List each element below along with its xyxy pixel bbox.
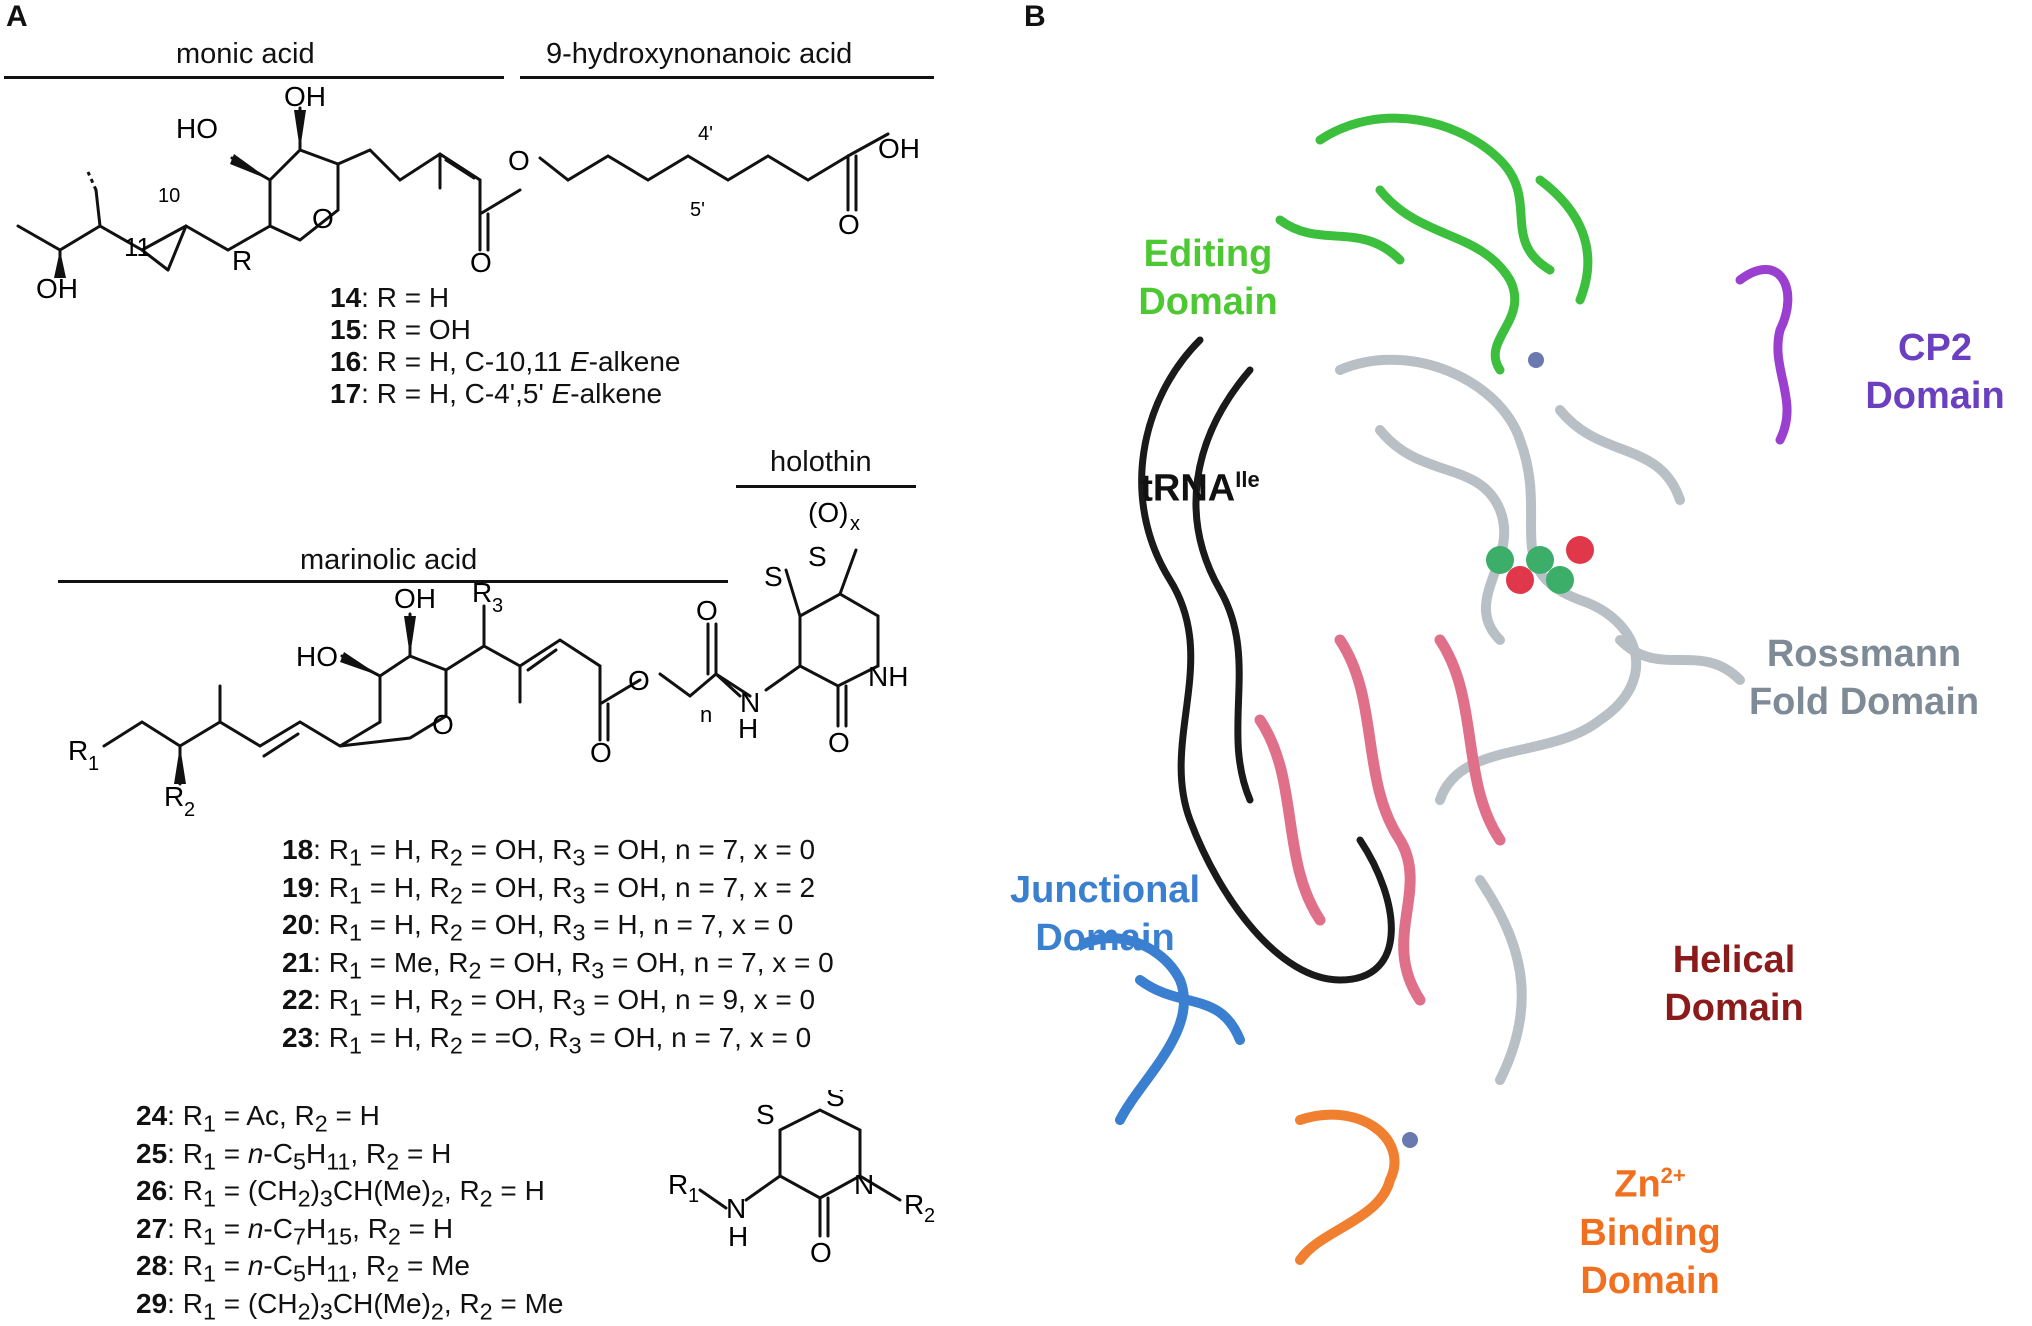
svg-text:N: N <box>726 1193 746 1224</box>
svg-text:11: 11 <box>124 232 151 262</box>
trna-backbone <box>1138 336 1395 984</box>
svg-text:3: 3 <box>492 595 503 617</box>
svg-text:O: O <box>590 737 612 768</box>
junctional-ribbon <box>1080 933 1245 1125</box>
label-trna-text: tRNA <box>1140 467 1236 510</box>
compound-25: 25: R1 = n-C5H11, R2 = H <box>136 1137 452 1175</box>
compound-26: 26: R1 = (CH2)3CH(Me)2, R2 = H <box>136 1175 545 1212</box>
compound-list-b: 18: R1 = H, R2 = OH, R3 = OH, n = 7, x =… <box>282 834 834 1060</box>
compound-22: 22: R1 = H, R2 = OH, R3 = OH, n = 9, x =… <box>282 984 816 1021</box>
segment-rule-nonanoic-acid <box>520 76 934 79</box>
protein-structure-illustration <box>1080 113 1793 1265</box>
label-editing-domain: Editing Domain <box>1138 233 1278 323</box>
svg-text:OH: OH <box>36 273 78 304</box>
svg-text:OH: OH <box>394 583 436 614</box>
svg-text:O: O <box>828 727 850 758</box>
svg-text:1: 1 <box>88 753 99 775</box>
segment-label-holothin: holothin <box>770 446 872 478</box>
compound-14: 14: R = H <box>330 282 450 313</box>
zn-atom-editing <box>1528 352 1544 368</box>
compound-24: 24: R1 = Ac, R2 = H <box>136 1100 380 1137</box>
svg-text:O: O <box>432 709 454 740</box>
panel-label-b: B <box>1024 0 1046 33</box>
svg-text:OH: OH <box>284 81 326 112</box>
label-cp2-domain: CP2 Domain <box>1865 327 2005 417</box>
label-zn-domain: Zn2+ Binding Domain <box>1540 1152 1760 1305</box>
svg-text:2: 2 <box>184 799 195 820</box>
svg-text:4': 4' <box>698 123 713 145</box>
svg-text:S: S <box>764 561 783 592</box>
svg-text:10: 10 <box>158 185 180 207</box>
svg-text:S: S <box>808 541 827 572</box>
svg-text:S: S <box>756 1099 775 1130</box>
compound-16: 16: R = H, C-10,11 E-alkene <box>330 346 681 377</box>
svg-text:O: O <box>508 145 530 176</box>
compound-17: 17: R = H, C-4',5' E-alkene <box>330 378 663 409</box>
svg-text:HO: HO <box>176 113 218 144</box>
rossmann-ribbon <box>1335 354 1745 1085</box>
label-trna-sup: Ile <box>1235 467 1260 492</box>
label-junctional-domain: Junctional Domain <box>1009 869 1201 959</box>
segment-label-nonanoic-acid: 9-hydroxynonanoic acid <box>546 38 853 70</box>
svg-text:R: R <box>68 735 88 766</box>
helical-ribbon <box>1254 634 1506 1006</box>
label-zn-text: Zn <box>1614 1163 1661 1206</box>
segment-rule-marinolic-acid <box>58 580 728 583</box>
svg-text:O: O <box>470 247 492 278</box>
svg-text:R: R <box>472 577 492 608</box>
compound-28: 28: R1 = n-C5H11, R2 = Me <box>136 1250 470 1287</box>
svg-text:OH: OH <box>878 133 920 164</box>
svg-text:O: O <box>696 595 718 626</box>
svg-text:2: 2 <box>924 1205 935 1227</box>
compound-20: 20: R1 = H, R2 = OH, R3 = H, n = 7, x = … <box>282 909 794 946</box>
svg-text:H: H <box>728 1221 748 1252</box>
compound-15: 15: R = OH <box>330 314 471 345</box>
compound-23: 23: R1 = H, R2 = =O, R3 = OH, n = 7, x =… <box>282 1021 812 1059</box>
ligand-spheres <box>1486 536 1594 594</box>
svg-text:5': 5' <box>690 199 705 221</box>
cp2-ribbon <box>1735 265 1793 445</box>
label-zn-sup: 2+ <box>1660 1163 1686 1188</box>
svg-text:N: N <box>740 687 760 718</box>
compound-list-c: 24: R1 = Ac, R2 = H 25: R1 = n-C5H11, R2… <box>136 1100 563 1326</box>
panel-label-a: A <box>6 0 28 33</box>
svg-text:R: R <box>164 781 184 812</box>
zn-ribbon <box>1295 1109 1400 1265</box>
label-trna: tRNAIle <box>1120 456 1280 513</box>
svg-text:O: O <box>312 203 334 234</box>
svg-text:1: 1 <box>688 1185 699 1207</box>
svg-text:N: N <box>854 1169 874 1200</box>
segment-label-monic-acid: monic acid <box>176 38 315 70</box>
compound-18: 18: R1 = H, R2 = OH, R3 = OH, n = 7, x =… <box>282 834 816 871</box>
svg-text:R: R <box>904 1189 924 1220</box>
segment-label-marinolic-acid: marinolic acid <box>300 544 478 576</box>
compound-27: 27: R1 = n-C7H15, R2 = H <box>136 1212 454 1250</box>
svg-text:NH: NH <box>868 661 908 692</box>
compound-21: 21: R1 = Me, R2 = OH, R3 = OH, n = 7, x … <box>282 946 834 984</box>
structure-pseudomonic-acid: OH HO OH 11 10 R O O O O OH 4' 5' <box>16 81 920 304</box>
zn-atom-binding <box>1402 1132 1418 1148</box>
compound-list-a: 14: R = H 15: R = OH 16: R = H, C-10,11 … <box>330 282 680 410</box>
segment-rule-monic-acid <box>4 76 504 79</box>
svg-text:n: n <box>700 702 712 727</box>
svg-text:HO: HO <box>296 641 338 672</box>
svg-text:H: H <box>738 713 758 744</box>
label-zn-tail: Binding Domain <box>1579 1211 1721 1302</box>
svg-text:S: S <box>826 1090 845 1112</box>
svg-text:O: O <box>628 665 650 696</box>
svg-text:R: R <box>232 245 252 276</box>
label-rossmann-domain: Rossmann Fold Domain <box>1748 633 1980 723</box>
svg-text:x: x <box>850 513 860 535</box>
segment-rule-holothin <box>736 485 916 488</box>
svg-text:R: R <box>668 1169 688 1200</box>
svg-text:O: O <box>810 1237 832 1268</box>
svg-text:O: O <box>838 209 860 240</box>
label-helical-domain: Helical Domain <box>1664 939 1804 1029</box>
editing-ribbon <box>1275 113 1593 375</box>
compound-19: 19: R1 = H, R2 = OH, R3 = OH, n = 7, x =… <box>282 871 816 909</box>
svg-text:(O): (O) <box>808 497 848 528</box>
compound-29: 29: R1 = (CH2)3CH(Me)2, R2 = Me <box>136 1287 564 1325</box>
